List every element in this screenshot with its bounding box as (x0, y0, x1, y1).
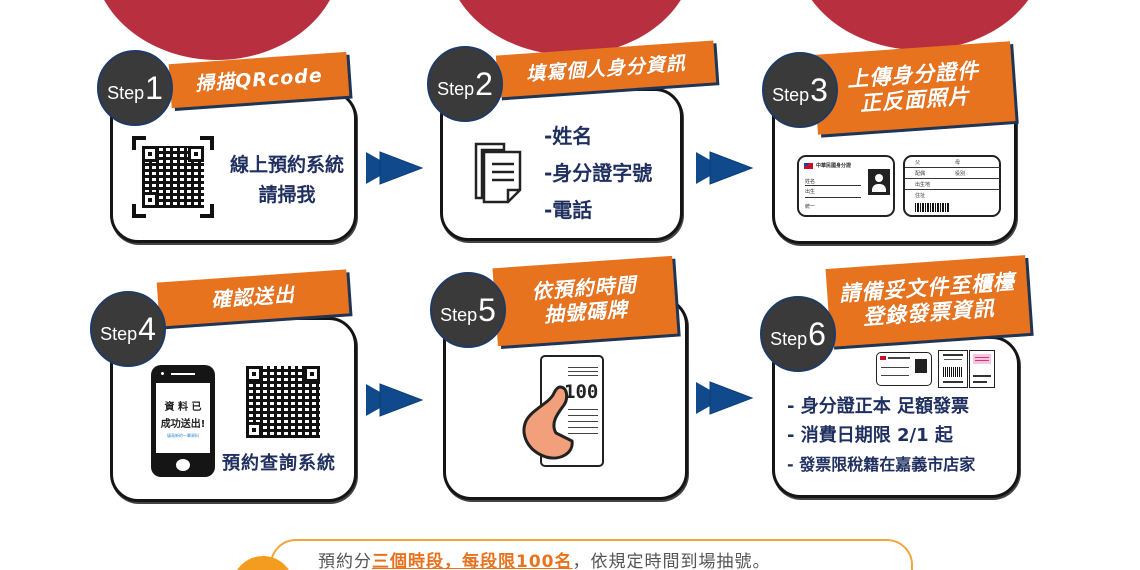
next-arrow-icon (366, 151, 424, 185)
step-3-banner: 上傳身分證件 正反面照片 (812, 41, 1016, 135)
step-4-title: 確認送出 (210, 282, 296, 313)
notice-box (270, 539, 913, 570)
notice-bullet-icon (232, 556, 294, 570)
hand-ticket-icon: 100 (520, 355, 620, 467)
document-icon (474, 142, 522, 204)
step-5-banner: 依預約時間 抽號碼牌 (492, 255, 678, 347)
notice-text: 預約分三個時段，每段限100名，依規定時間到場抽號。 (318, 552, 771, 570)
id-card-back-icon: 父 母 配偶 役別 出生地 住址 (903, 155, 1001, 217)
portrait-icon (868, 169, 890, 195)
step-1-description: 線上預約系統 請掃我 (229, 154, 344, 206)
step-4-description: 預約查詢系統 (222, 453, 336, 474)
step-2-fields-list: -姓名 -身分證字號 -電話 (544, 124, 653, 222)
step-1-title: 掃描QRcode (194, 64, 324, 96)
documents-icon (876, 350, 998, 388)
qr-code-icon[interactable] (132, 136, 214, 218)
qr-code-icon[interactable] (246, 366, 320, 438)
step-6-banner: 請備妥文件至櫃檯 登錄發票資訊 (825, 255, 1031, 347)
next-arrow-icon (366, 383, 424, 417)
id-card-front-icon: 中華民國身分證 姓名 出生 統一 (797, 155, 895, 217)
step-6-requirements-list: - 身分證正本 足額發票 - 消費日期限 2/1 起 - 發票限稅籍在嘉義市店家 (787, 396, 976, 474)
next-arrow-icon (696, 151, 754, 185)
step-2-title: 填寫個人身分資訊 (525, 52, 687, 86)
next-arrow-icon (696, 381, 754, 415)
barcode-icon (915, 203, 949, 212)
phone-icon: 資 料 已 成功送出! 填寫新的一筆資料 (151, 365, 215, 477)
